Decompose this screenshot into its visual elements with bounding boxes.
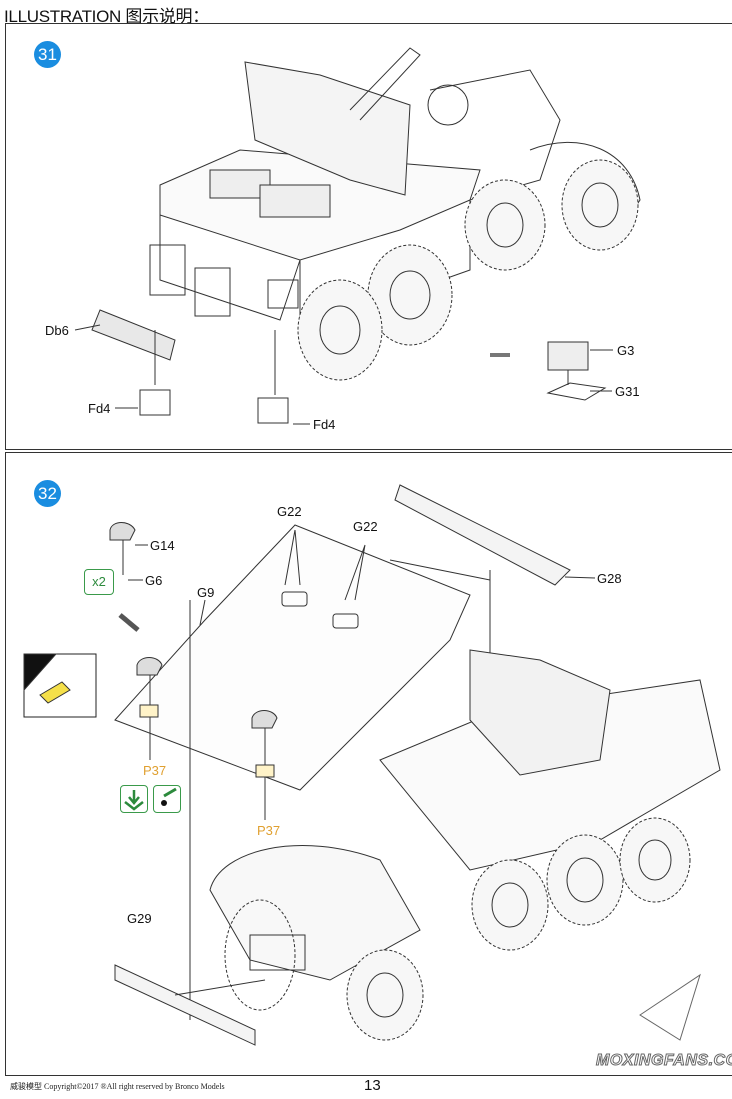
- part-label-p37: P37: [143, 763, 167, 778]
- part-label-g3: G3: [617, 343, 635, 358]
- page-header: ILLUSTRATION 图示说明：: [4, 7, 209, 26]
- part-label-g22: G22: [353, 519, 378, 534]
- step-32-vehicle-drawing: [23, 484, 721, 1046]
- page-number: 13: [364, 1077, 381, 1094]
- part-label-g14: G14: [150, 538, 175, 553]
- copyright-text: 威骏模型 Copyright©2017 ®All right reserved …: [10, 1082, 225, 1091]
- part-label-fd4: Fd4: [88, 401, 111, 416]
- glue-icon: [153, 785, 181, 813]
- bend-down-icon: [120, 785, 148, 813]
- part-label-g22: G22: [277, 504, 302, 519]
- part-label-p37: P37: [257, 823, 281, 838]
- part-label-fd4: Fd4: [313, 417, 336, 432]
- step-31-badge: 31: [34, 41, 61, 68]
- quantity-badge: x2: [84, 569, 114, 595]
- step-31-vehicle-drawing: [74, 47, 641, 425]
- part-label-g9: G9: [197, 585, 215, 600]
- part-label-g29: G29: [127, 911, 152, 926]
- part-label-g31: G31: [615, 384, 640, 399]
- part-label-g28: G28: [597, 571, 622, 586]
- part-label-db6: Db6: [45, 323, 69, 338]
- step-32-badge: 32: [34, 480, 61, 507]
- step-32-panel: [5, 452, 732, 1076]
- part-label-g6: G6: [145, 573, 163, 588]
- step-31-panel: [5, 23, 732, 450]
- watermark: MOXINGFANS.COM: [595, 1052, 732, 1070]
